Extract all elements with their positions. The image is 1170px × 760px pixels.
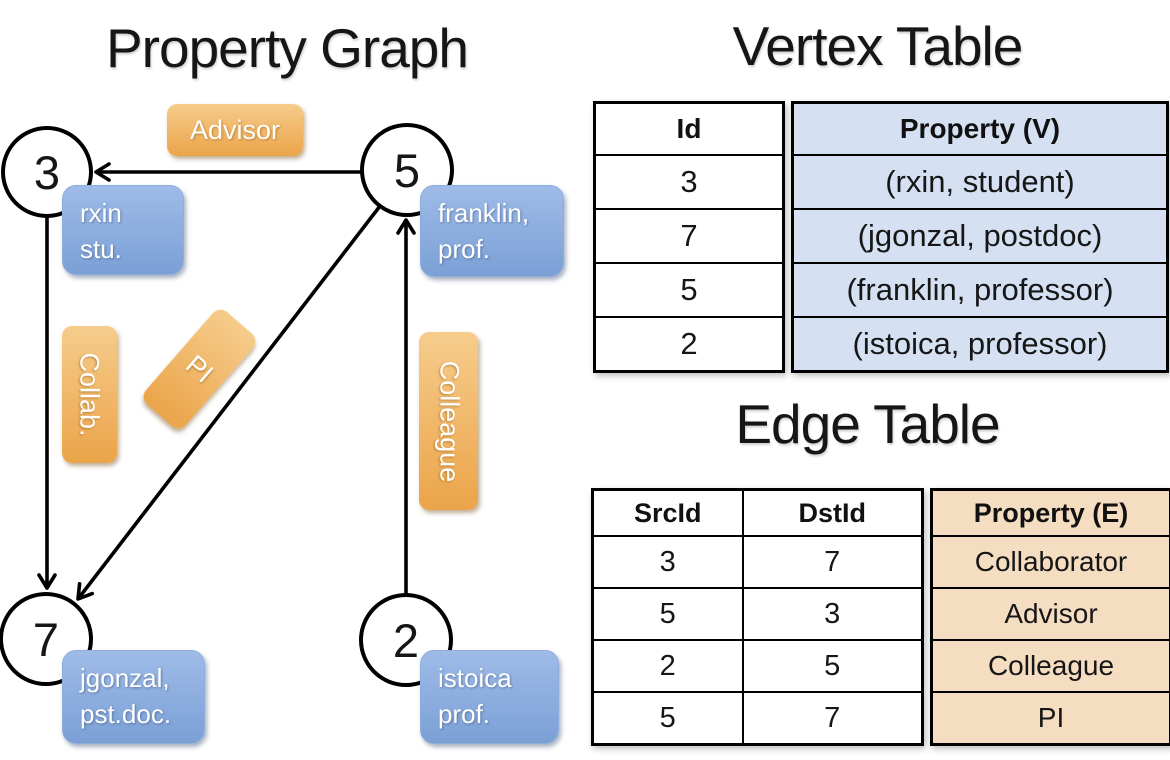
property-graph-title: Property Graph (105, 17, 469, 79)
table-row: PI (930, 691, 1170, 746)
node-7-id: 7 (33, 613, 59, 666)
edge-dstid-header: DstId (741, 488, 924, 537)
edge-property-cell: Collaborator (930, 535, 1170, 589)
edge-property-cell: Advisor (930, 587, 1170, 641)
vertex-label-jgonzal: jgonzal, pst.doc. (62, 650, 205, 744)
edge-property-column-table: Property (E) Collaborator Advisor Collea… (930, 488, 1170, 746)
edge-srcid-header: SrcId (591, 488, 744, 537)
edge-src-dst-table: SrcId DstId 3 7 5 3 2 5 5 7 (591, 488, 924, 746)
vertex-label-line: pst.doc. (80, 699, 172, 730)
vertex-id-column-table: Id 3 7 5 2 (593, 101, 785, 373)
table-row: 7 (593, 208, 785, 264)
edge-label-text: Colleague (434, 360, 464, 482)
edge-dst-cell: 5 (741, 639, 924, 693)
vertex-table-title: Vertex Table (732, 15, 1024, 77)
edge-dst-cell: 7 (741, 535, 924, 589)
table-row: 5 3 (591, 587, 924, 641)
vertex-label-istoica: istoica prof. (420, 650, 559, 744)
table-row: (franklin, professor) (791, 262, 1169, 318)
edge-dst-cell: 7 (741, 691, 924, 746)
vertex-id-cell: 7 (593, 208, 785, 264)
vertex-label-line: prof. (438, 699, 491, 730)
node-3-id: 3 (34, 146, 60, 199)
vertex-label-line: rxin (80, 198, 122, 228)
vertex-label-line: istoica (438, 663, 512, 693)
vertex-id-header: Id (593, 101, 785, 156)
edge-src-cell: 2 (591, 639, 744, 693)
table-row: Advisor (930, 587, 1170, 641)
edge-table-title: Edge Table (735, 393, 1000, 455)
table-row: 2 (593, 316, 785, 373)
edge-src-cell: 5 (591, 587, 744, 641)
table-row: Collaborator (930, 535, 1170, 589)
edge-label-text: Collab. (75, 352, 106, 437)
edge-property-cell: PI (930, 691, 1170, 746)
vertex-id-cell: 5 (593, 262, 785, 318)
vertex-table: Id 3 7 5 2 Property (V) (rxin, student) … (593, 101, 1169, 373)
table-row: 5 7 (591, 691, 924, 746)
vertex-property-cell: (rxin, student) (791, 154, 1169, 210)
edge-label-colleague: Colleague (419, 332, 478, 510)
vertex-property-cell: (franklin, professor) (791, 262, 1169, 318)
table-row: (rxin, student) (791, 154, 1169, 210)
node-2-id: 2 (393, 614, 419, 667)
table-row: 2 5 (591, 639, 924, 693)
vertex-label-line: franklin, (438, 198, 530, 228)
vertex-property-column-table: Property (V) (rxin, student) (jgonzal, p… (791, 101, 1169, 373)
table-row: 5 (593, 262, 785, 318)
edge-property-cell: Colleague (930, 639, 1170, 693)
edge-label-text: PI (180, 348, 220, 389)
vertex-id-cell: 3 (593, 154, 785, 210)
edge-property-header: Property (E) (930, 488, 1170, 537)
table-row: 3 (593, 154, 785, 210)
vertex-label-line: jgonzal, (80, 663, 170, 693)
vertex-label-franklin: franklin, prof. (420, 185, 564, 277)
table-row: (jgonzal, postdoc) (791, 208, 1169, 264)
table-row: Colleague (930, 639, 1170, 693)
edge-src-cell: 3 (591, 535, 744, 589)
edge-label-advisor: Advisor (167, 104, 303, 156)
vertex-property-cell: (jgonzal, postdoc) (791, 208, 1169, 264)
edge-label-collab: Collab. (62, 326, 117, 463)
edge-table: SrcId DstId 3 7 5 3 2 5 5 7 Property (E)… (591, 488, 1170, 746)
vertex-label-rxin: rxin stu. (62, 185, 184, 275)
edge-5-to-7 (76, 204, 382, 601)
vertex-property-header: Property (V) (791, 101, 1169, 156)
vertex-label-line: prof. (438, 234, 491, 265)
vertex-property-cell: (istoica, professor) (791, 316, 1169, 373)
edge-label-text: Advisor (189, 114, 281, 145)
table-row: 3 7 (591, 535, 924, 589)
node-5-id: 5 (394, 144, 420, 197)
edge-dst-cell: 3 (741, 587, 924, 641)
table-row: (istoica, professor) (791, 316, 1169, 373)
vertex-id-cell: 2 (593, 316, 785, 373)
vertex-label-line: stu. (80, 234, 122, 265)
edge-src-cell: 5 (591, 691, 744, 746)
